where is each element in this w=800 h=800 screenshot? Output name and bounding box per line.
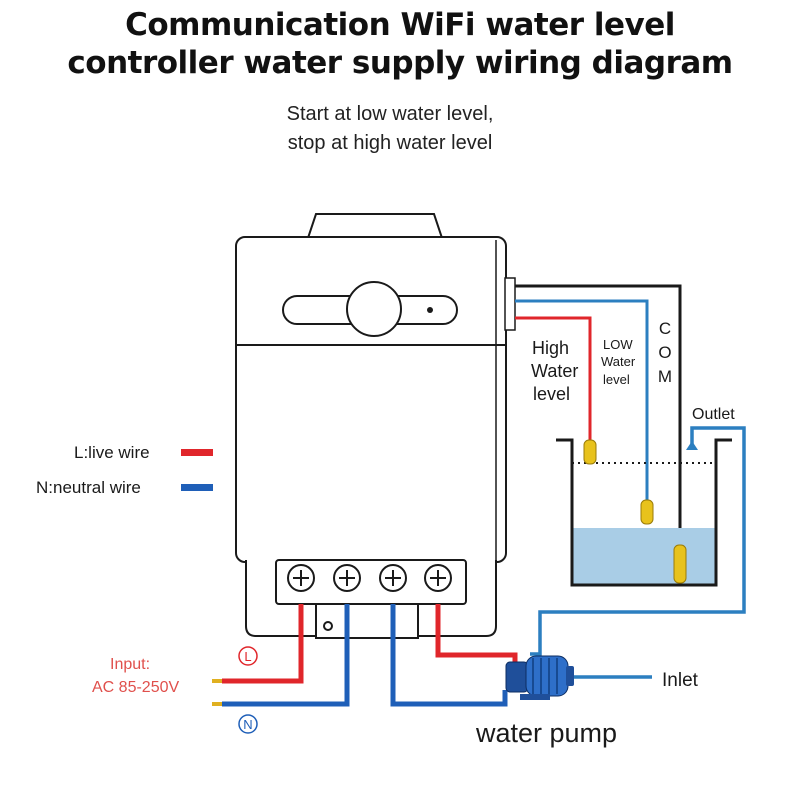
terminal-screw-3-icon [379, 564, 407, 592]
water-tank [556, 438, 732, 587]
input-label: Input: [110, 656, 150, 673]
outlet-pipe [530, 426, 746, 656]
low-label-line-2: Water [601, 354, 636, 369]
live-wire-tip [212, 679, 222, 683]
live-marker-text: L [244, 649, 251, 664]
terminal-screws [287, 564, 452, 592]
terminal-cover [315, 603, 419, 639]
subtitle-line-2: stop at high water level [287, 132, 493, 154]
input-voltage-label: AC 85-250V [92, 679, 179, 696]
com-label: C O M [658, 319, 672, 386]
com-letter-m: M [658, 367, 672, 386]
high-probe-wire [515, 316, 592, 440]
com-probe-icon [673, 544, 687, 584]
knob [346, 281, 402, 337]
legend-live-label: L:live wire [74, 443, 150, 462]
controller-device [235, 213, 516, 639]
low-probe-icon [640, 499, 654, 525]
subtitle-line-1: Start at low water level, [286, 103, 494, 125]
tank-water [572, 528, 716, 584]
live-terminal-marker: L [238, 646, 258, 666]
terminal-screw-4-icon [424, 564, 452, 592]
indicator-dot [427, 307, 433, 313]
high-label-line-2: Water [531, 361, 578, 381]
outlet-label: Outlet [692, 406, 735, 423]
title-line-2: controller water supply wiring diagram [67, 45, 733, 81]
com-wire [515, 284, 682, 545]
legend-neutral-swatch [181, 484, 213, 491]
low-probe-wire [515, 299, 649, 500]
terminal-screw-2-icon [333, 564, 361, 592]
neutral-marker-text: N [243, 717, 252, 732]
high-probe-icon [583, 439, 597, 465]
cover-screw [323, 621, 333, 631]
high-label-line-1: High [532, 338, 569, 358]
pump-neutral-wire [390, 604, 508, 707]
water-pump-icon [505, 655, 574, 700]
side-connector [504, 277, 516, 331]
pump-live-wire [435, 604, 518, 662]
neutral-wire-tip [212, 702, 222, 706]
com-letter-c: C [659, 319, 671, 338]
low-label-line-1: LOW [603, 337, 633, 352]
high-level-label: High Water level [531, 338, 578, 404]
inlet-label: Inlet [662, 670, 699, 691]
neutral-terminal-marker: N [238, 714, 258, 734]
neutral-input-wire [222, 604, 350, 707]
legend-neutral-label: N:neutral wire [36, 478, 141, 497]
legend-live-swatch [181, 449, 213, 456]
device-top-cap [306, 213, 444, 239]
outlet-nozzle [686, 441, 698, 450]
title-line-1: Communication WiFi water level [125, 7, 675, 43]
live-input-wire [222, 604, 304, 684]
high-label-line-3: level [533, 384, 570, 404]
low-label-line-3: level [603, 372, 630, 387]
terminal-screw-1-icon [287, 564, 315, 592]
water-pump-label: water pump [475, 718, 617, 748]
tank-walls [556, 438, 732, 587]
com-letter-o: O [658, 343, 671, 362]
low-level-label: LOW Water level [601, 337, 636, 387]
